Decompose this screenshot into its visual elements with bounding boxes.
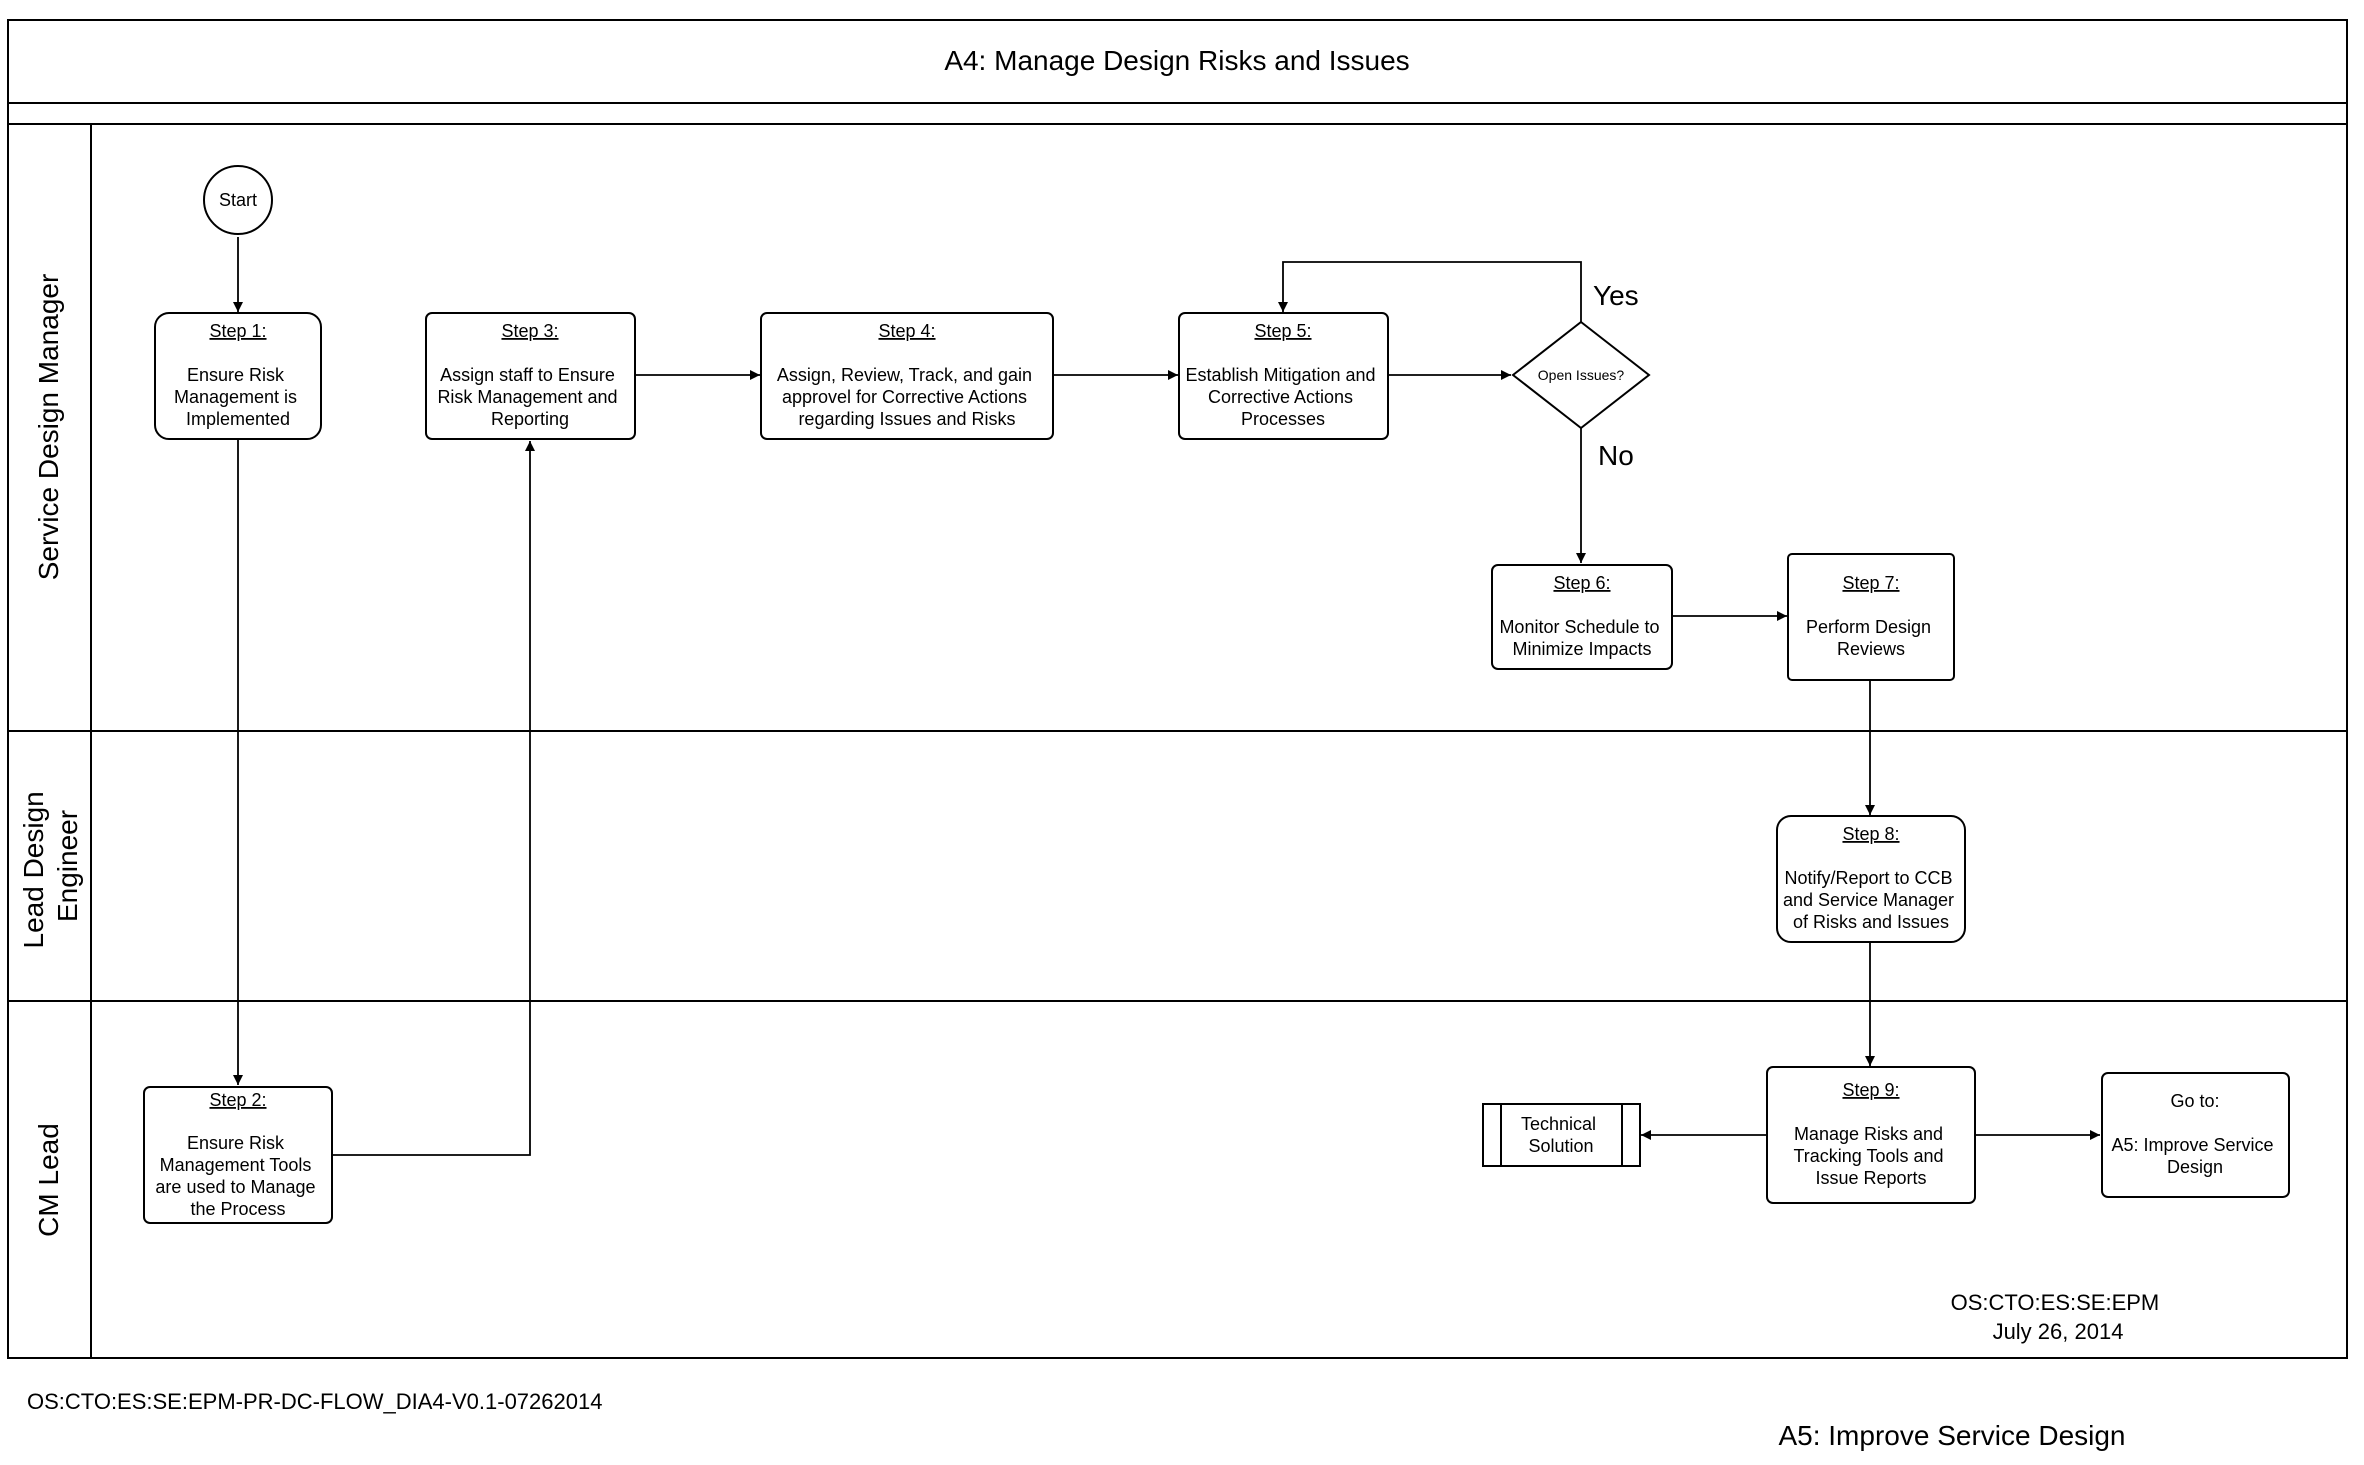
lane-label-lead-design-engineer: Lead Design Engineer xyxy=(18,783,83,948)
step-8-box: Step 8: Notify/Report to CCB and Service… xyxy=(1776,815,1966,943)
step-4-box: Step 4: Assign, Review, Track, and gain … xyxy=(760,312,1054,440)
step-2-heading: Step 2: xyxy=(209,1090,266,1110)
step-7-box: Step 7: Perform Design Reviews xyxy=(1787,553,1955,681)
connectors xyxy=(233,237,2100,1156)
step-2-text: Ensure Risk Management Tools are used to… xyxy=(155,1133,320,1219)
lane-label-service-design-manager: Service Design Manager xyxy=(33,274,64,581)
technical-solution-box: Technical Solution xyxy=(1482,1103,1641,1167)
decision-label: Open Issues? xyxy=(1538,367,1625,383)
step-9-text: Manage Risks and Tracking Tools and Issu… xyxy=(1793,1124,1948,1188)
footer-next-process: A5: Improve Service Design xyxy=(1778,1420,2125,1451)
step-1-box: Step 1: Ensure Risk Management is Implem… xyxy=(154,312,322,440)
diagram-title: A4: Manage Design Risks and Issues xyxy=(944,45,1409,76)
step-4-heading: Step 4: xyxy=(878,321,935,341)
step-3-heading: Step 3: xyxy=(501,321,558,341)
goto-heading: Go to: xyxy=(2170,1091,2219,1111)
step-6-heading: Step 6: xyxy=(1553,573,1610,593)
step-1-text: Ensure Risk Management is Implemented xyxy=(174,365,302,429)
step-6-text: Monitor Schedule to Minimize Impacts xyxy=(1499,617,1664,659)
step-8-text: Notify/Report to CCB and Service Manager… xyxy=(1783,868,1959,932)
step-3-text: Assign staff to Ensure Risk Management a… xyxy=(437,365,622,429)
step-7-heading: Step 7: xyxy=(1842,573,1899,593)
step-4-text: Assign, Review, Track, and gain approvel… xyxy=(777,365,1037,429)
step-6-box: Step 6: Monitor Schedule to Minimize Imp… xyxy=(1491,564,1673,670)
diagram-frame xyxy=(7,19,2348,1359)
start-node: Start xyxy=(203,165,273,235)
step-9-box: Step 9: Manage Risks and Tracking Tools … xyxy=(1766,1066,1976,1204)
footer-document-id: OS:CTO:ES:SE:EPM-PR-DC-FLOW_DIA4-V0.1-07… xyxy=(27,1389,602,1414)
org-stamp: OS:CTO:ES:SE:EPM July 26, 2014 xyxy=(1951,1290,2166,1344)
step-5-text: Establish Mitigation and Corrective Acti… xyxy=(1185,365,1380,429)
step-5-heading: Step 5: xyxy=(1254,321,1311,341)
goto-a5-box: Go to: A5: Improve Service Design xyxy=(2101,1072,2290,1198)
step-9-heading: Step 9: xyxy=(1842,1080,1899,1100)
start-label: Start xyxy=(219,190,257,210)
step-3-box: Step 3: Assign staff to Ensure Risk Mana… xyxy=(425,312,636,440)
decision-yes-label: Yes xyxy=(1593,280,1639,311)
decision-open-issues: Open Issues? xyxy=(1511,320,1651,430)
step-7-text: Perform Design Reviews xyxy=(1806,617,1936,659)
lane-label-cm-lead: CM Lead xyxy=(33,1123,64,1237)
goto-text: A5: Improve Service Design xyxy=(2111,1135,2278,1177)
step-1-heading: Step 1: xyxy=(209,321,266,341)
decision-no-label: No xyxy=(1598,440,1634,471)
step-5-box: Step 5: Establish Mitigation and Correct… xyxy=(1178,312,1389,440)
step-8-heading: Step 8: xyxy=(1842,824,1899,844)
step-2-box: Step 2: Ensure Risk Management Tools are… xyxy=(143,1086,333,1224)
swimlanes xyxy=(8,124,2347,1358)
technical-solution-text: Technical Solution xyxy=(1521,1114,1601,1156)
